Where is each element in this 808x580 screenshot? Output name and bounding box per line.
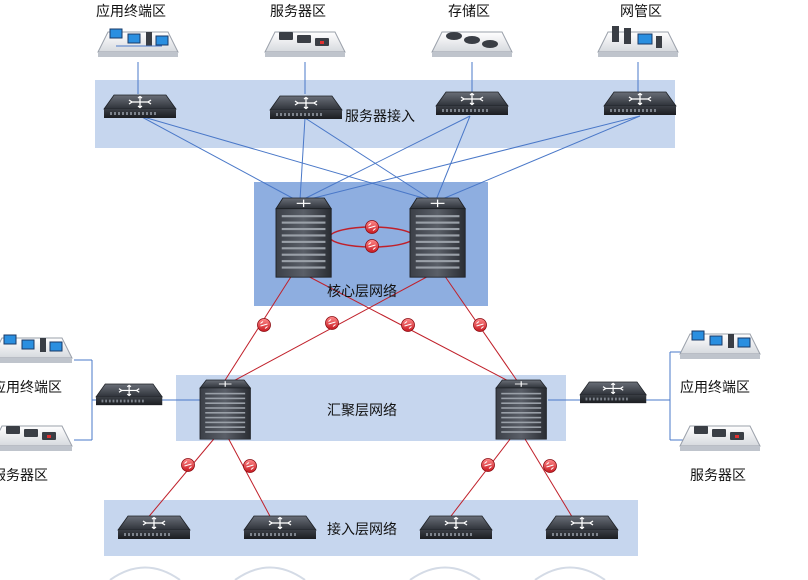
firewall-icon-agg-access-2	[242, 458, 258, 474]
access-to-core-links	[139, 115, 641, 201]
zone-app-terminal-top[interactable]	[97, 28, 179, 57]
layer-label-access: 接入层网络	[327, 521, 397, 538]
server-access-band	[95, 80, 675, 148]
layer-label-server-access: 服务器接入	[345, 108, 415, 125]
zone-label-left-app-terminal: 应用终端区	[0, 379, 62, 396]
firewall-icon-agg-access-4	[542, 458, 558, 474]
access-switch-4[interactable]	[545, 515, 619, 540]
firewall-icon-agg-access-1	[180, 457, 196, 473]
zone-app-terminal-left[interactable]	[0, 334, 73, 363]
zone-app-terminal-right[interactable]	[679, 330, 761, 359]
side-switch-right[interactable]	[579, 381, 647, 404]
zone-management-top[interactable]	[597, 26, 679, 57]
zone-label-right-app-terminal: 应用终端区	[680, 379, 750, 396]
zone-label-top-management: 网管区	[620, 4, 662, 20]
firewall-icon-core-agg-2	[324, 315, 340, 331]
server-access-switch-2[interactable]	[269, 95, 343, 120]
zone-uplinks	[137, 62, 639, 94]
server-access-switch-1[interactable]	[103, 94, 177, 119]
access-switch-2[interactable]	[243, 515, 317, 540]
zone-server-top[interactable]	[264, 31, 346, 57]
zone-label-top-app-terminal: 应用终端区	[96, 3, 166, 20]
side-switch-left[interactable]	[95, 383, 163, 406]
zone-server-right[interactable]	[679, 425, 761, 451]
access-switch-3[interactable]	[419, 515, 493, 540]
firewall-icon-core-bottom	[364, 238, 380, 254]
server-access-switch-4[interactable]	[603, 91, 677, 116]
core-switch-left[interactable]	[275, 197, 332, 278]
zone-label-left-server: 服务器区	[0, 468, 48, 484]
zone-label-top-server: 服务器区	[270, 4, 326, 20]
core-switch-right[interactable]	[409, 197, 466, 278]
layer-label-aggregation: 汇聚层网络	[327, 403, 397, 419]
server-access-switch-3[interactable]	[435, 91, 509, 116]
zone-label-right-server: 服务器区	[690, 468, 746, 484]
zone-server-left[interactable]	[0, 425, 73, 451]
zone-storage-top[interactable]	[431, 31, 513, 57]
firewall-icon-core-agg-3	[400, 317, 416, 333]
aggregation-switch-left[interactable]	[199, 379, 251, 440]
layer-label-core: 核心层网络	[327, 284, 397, 300]
aggregation-switch-right[interactable]	[495, 379, 547, 440]
bottom-wave-decoration	[109, 566, 606, 580]
zone-label-top-storage: 存储区	[448, 4, 490, 20]
access-switch-1[interactable]	[117, 515, 191, 540]
firewall-icon-agg-access-3	[480, 457, 496, 473]
aggregation-to-access-links	[145, 433, 575, 521]
firewall-icon-core-agg-4	[472, 317, 488, 333]
firewall-icon-core-agg-1	[256, 317, 272, 333]
firewall-icon-core-top	[364, 219, 380, 235]
